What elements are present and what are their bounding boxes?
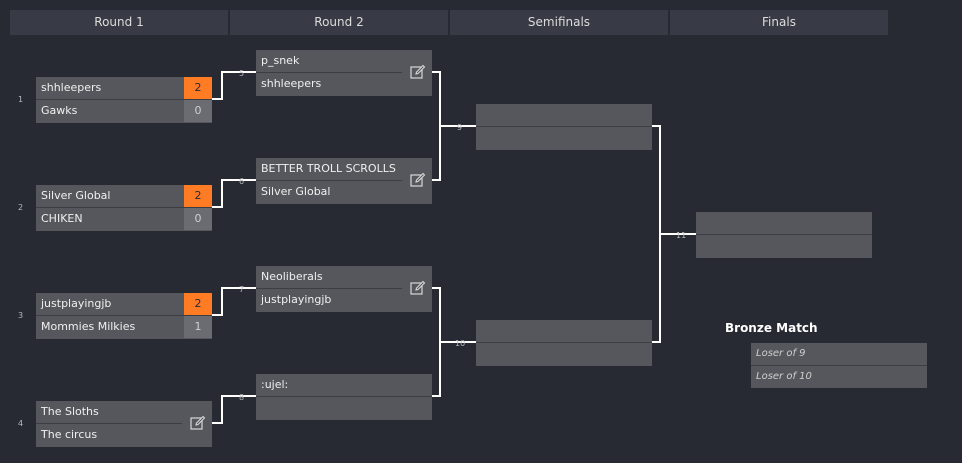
edit-pencil-icon[interactable] — [410, 64, 426, 80]
divider — [36, 99, 212, 100]
match-number: 9 — [457, 123, 463, 132]
match-number: 4 — [18, 419, 24, 428]
team-name: The Sloths — [41, 405, 99, 418]
team-name — [476, 127, 652, 149]
match-6[interactable]: BETTER TROLL SCROLLS Silver Global — [256, 158, 432, 204]
team-name: Silver Global — [41, 189, 111, 202]
team-name: The circus — [41, 428, 98, 441]
divider — [36, 315, 212, 316]
match-number: 3 — [18, 311, 24, 320]
team-score-winner: 2 — [184, 77, 212, 99]
match-8[interactable]: :ujel: — [256, 374, 432, 420]
team-name — [476, 343, 652, 365]
team-score-winner: 2 — [184, 293, 212, 315]
match-number: 2 — [18, 203, 24, 212]
bronze-match[interactable]: Loser of 9 Loser of 10 — [751, 343, 927, 388]
team-name: CHIKEN — [41, 212, 83, 225]
team-name: :ujel: — [261, 378, 289, 391]
round-header-semifinals: Semifinals — [450, 10, 668, 35]
team-score-winner: 2 — [184, 185, 212, 207]
match-number: 11 — [676, 231, 687, 240]
team-name: p_snek — [261, 54, 300, 67]
match-1[interactable]: shhleepers 2 Gawks 0 — [36, 77, 212, 123]
match-4[interactable]: The Sloths The circus — [36, 401, 212, 447]
placeholder-team: Loser of 9 — [756, 348, 806, 359]
round-header-2: Round 2 — [230, 10, 448, 35]
match-3[interactable]: justplayingjb 2 Mommies Milkies 1 — [36, 293, 212, 339]
match-number: 6 — [239, 177, 245, 186]
bronze-match-title: Bronze Match — [725, 321, 818, 335]
placeholder-team: Loser of 10 — [756, 371, 812, 382]
edit-pencil-icon[interactable] — [410, 280, 426, 296]
divider — [36, 207, 212, 208]
divider — [476, 342, 652, 343]
match-number: 7 — [239, 285, 245, 294]
team-name: justplayingjb — [41, 297, 112, 310]
team-name: Mommies Milkies — [41, 320, 136, 333]
divider — [256, 396, 432, 397]
divider — [696, 234, 872, 235]
divider — [36, 423, 182, 424]
team-name — [476, 104, 652, 126]
match-2[interactable]: Silver Global 2 CHIKEN 0 — [36, 185, 212, 231]
match-number: 10 — [455, 339, 466, 348]
round-header-1: Round 1 — [10, 10, 228, 35]
team-score: 0 — [184, 208, 212, 230]
team-name: Neoliberals — [261, 270, 323, 283]
match-11[interactable] — [696, 212, 872, 258]
team-score: 0 — [184, 100, 212, 122]
match-10[interactable] — [476, 320, 652, 366]
team-name — [696, 235, 872, 257]
edit-pencil-icon[interactable] — [410, 172, 426, 188]
team-name: Silver Global — [261, 185, 331, 198]
round-header-finals: Finals — [670, 10, 888, 35]
team-score: 1 — [184, 316, 212, 338]
divider — [256, 72, 402, 73]
team-name: shhleepers — [261, 77, 322, 90]
team-name — [696, 212, 872, 234]
team-name: shhleepers — [41, 81, 102, 94]
divider — [476, 126, 652, 127]
divider — [751, 365, 927, 366]
match-number: 1 — [18, 95, 24, 104]
match-7[interactable]: Neoliberals justplayingjb — [256, 266, 432, 312]
divider — [256, 288, 402, 289]
match-5[interactable]: p_snek shhleepers — [256, 50, 432, 96]
match-number: 5 — [239, 69, 245, 78]
team-name: BETTER TROLL SCROLLS — [261, 162, 396, 175]
team-name — [476, 320, 652, 342]
edit-pencil-icon[interactable] — [190, 415, 206, 431]
team-name: justplayingjb — [261, 293, 332, 306]
team-name: Gawks — [41, 104, 78, 117]
divider — [256, 180, 402, 181]
team-name — [256, 397, 432, 419]
match-number: 8 — [239, 393, 245, 402]
match-9[interactable] — [476, 104, 652, 150]
